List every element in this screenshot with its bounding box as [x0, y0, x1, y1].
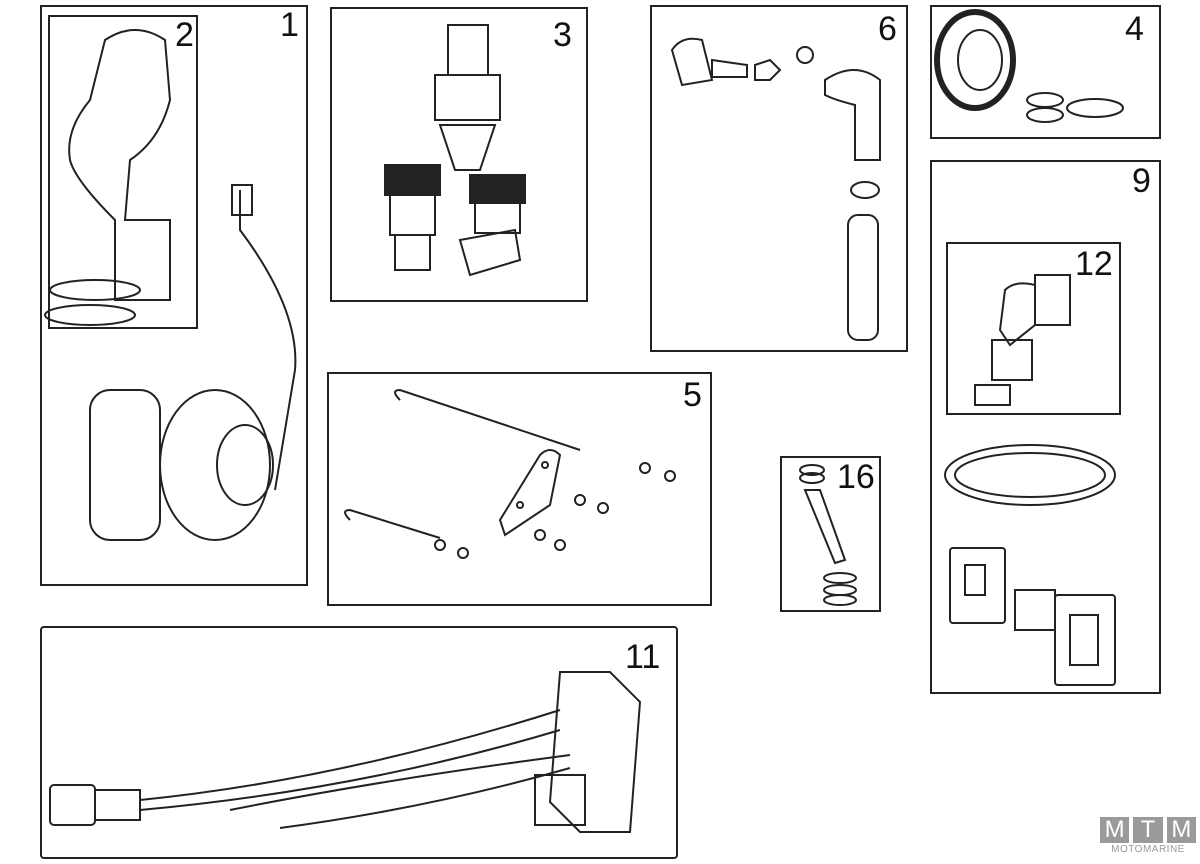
part-group-5	[327, 372, 712, 606]
part-group-3	[330, 7, 588, 302]
callout-1: 1	[280, 6, 299, 44]
logo-subtitle: MOTOMARINE	[1111, 844, 1185, 855]
part-group-6	[650, 5, 908, 352]
logo-letter: T	[1133, 817, 1163, 843]
part-group-11	[40, 626, 678, 859]
callout-2: 2	[175, 16, 194, 54]
callout-3: 3	[553, 16, 572, 54]
callout-4: 4	[1125, 10, 1144, 48]
callout-9: 9	[1132, 162, 1151, 200]
callout-16: 16	[837, 458, 875, 496]
part-group-2	[48, 15, 198, 329]
callout-12: 12	[1075, 245, 1113, 283]
part-group-9	[930, 160, 1161, 694]
callout-6: 6	[878, 10, 897, 48]
callout-11: 11	[625, 638, 661, 676]
callout-5: 5	[683, 376, 702, 414]
motomarine-logo: M T M MOTOMARINE	[1100, 817, 1196, 855]
logo-letter: M	[1100, 817, 1130, 843]
logo-letter: M	[1166, 817, 1196, 843]
